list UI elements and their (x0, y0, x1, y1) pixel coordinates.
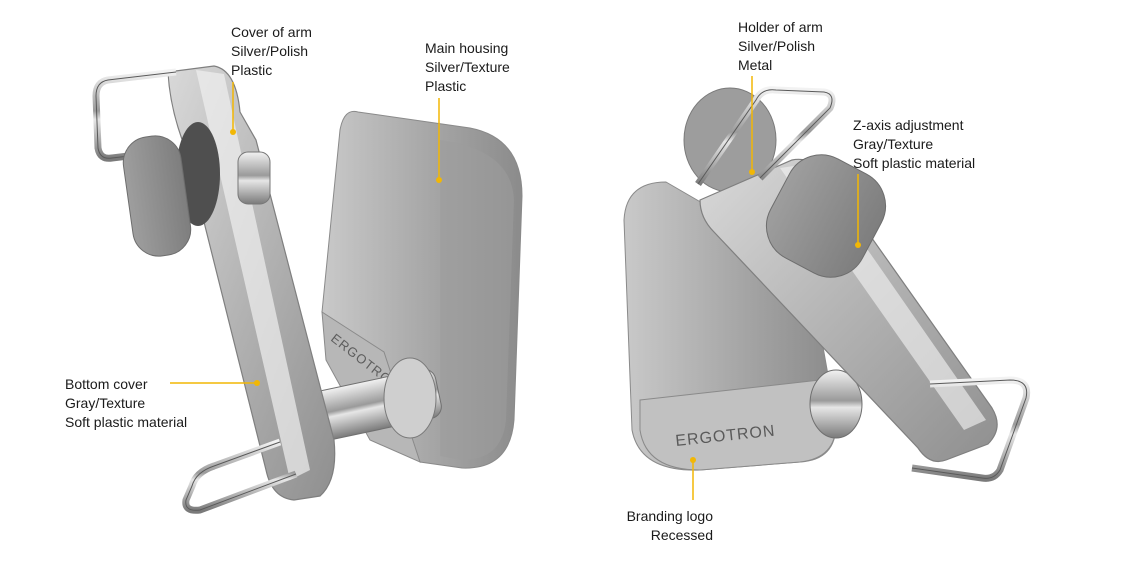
callout-finish: Silver/Polish (738, 38, 816, 54)
callout-main-housing: Main housing Silver/Texture Plastic (425, 39, 510, 96)
leader-dot-cover-of-arm (230, 129, 236, 135)
callout-cover-of-arm: Cover of arm Silver/Polish Plastic (231, 23, 312, 80)
callout-leaders (170, 76, 861, 500)
leader-dot-main-housing (436, 177, 442, 183)
left-knob-stem (237, 151, 271, 205)
callout-finish: Silver/Texture (425, 59, 510, 75)
callout-title: Z-axis adjustment (853, 117, 964, 133)
callout-material: Soft plastic material (853, 155, 976, 171)
leader-dot-z-axis-adjustment (855, 242, 861, 248)
leader-dot-bottom-cover (254, 380, 260, 386)
callout-material: Plastic (425, 78, 467, 94)
right-product: ERGOTRON (623, 86, 1031, 482)
callout-material: Metal (738, 57, 773, 73)
leader-dot-holder-of-arm (749, 169, 755, 175)
right-hinge-collar (809, 369, 863, 439)
callout-title: Main housing (425, 40, 509, 56)
callout-z-axis-adjustment: Z-axis adjustment Gray/Texture Soft plas… (853, 116, 975, 173)
left-adjustment-knob (122, 135, 192, 257)
callout-finish: Gray/Texture (853, 136, 934, 152)
callout-material: Plastic (231, 62, 273, 78)
callout-detail: Recessed (650, 527, 713, 543)
callout-bottom-cover: Bottom cover Gray/Texture Soft plastic m… (65, 375, 187, 432)
callout-title: Holder of arm (738, 19, 823, 35)
callout-title: Cover of arm (231, 24, 312, 40)
callout-finish: Gray/Texture (65, 395, 146, 411)
callout-branding-logo: Branding logo Recessed (604, 507, 713, 545)
callout-title: Branding logo (626, 508, 713, 524)
callout-material: Soft plastic material (65, 414, 188, 430)
callout-title: Bottom cover (65, 376, 148, 392)
leader-dot-branding-logo (690, 457, 696, 463)
left-hinge-collar (383, 357, 437, 439)
callout-finish: Silver/Polish (231, 43, 309, 59)
left-arm-highlight (196, 70, 310, 480)
callout-holder-of-arm: Holder of arm Silver/Polish Metal (738, 18, 823, 75)
left-housing-face (440, 140, 514, 460)
left-product: ERGOTRON (92, 65, 523, 514)
